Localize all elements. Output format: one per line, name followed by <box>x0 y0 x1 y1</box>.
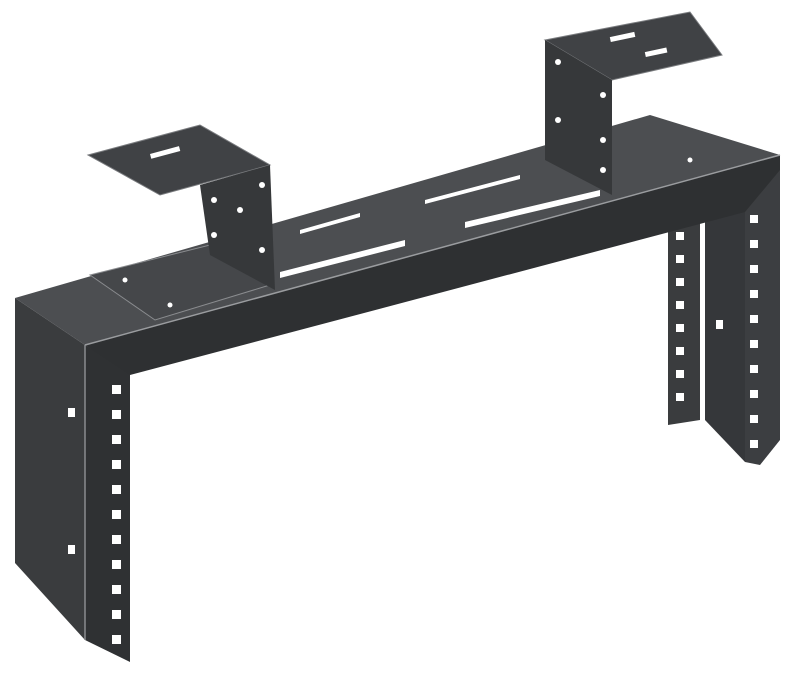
right-front-rail <box>745 155 780 465</box>
right-side-panel <box>705 200 745 462</box>
beam-slot <box>425 175 520 204</box>
left-side-panel <box>15 298 85 640</box>
slot-hole <box>149 146 181 159</box>
beam-slot <box>465 190 600 228</box>
left-front-rail <box>85 345 130 662</box>
slot-hole <box>644 47 668 58</box>
left-vertical-plate <box>200 165 275 290</box>
right-vertical-plate <box>545 40 612 195</box>
beam-edge <box>84 154 781 346</box>
slot-hole <box>609 31 636 43</box>
screw-holes <box>122 59 693 308</box>
left-rack-holes <box>68 385 121 644</box>
beam-slot <box>280 240 405 278</box>
right-top-plate <box>543 11 723 81</box>
beam-front-face <box>85 155 780 375</box>
right-rack-holes <box>676 215 758 448</box>
beam-slot <box>300 213 360 234</box>
